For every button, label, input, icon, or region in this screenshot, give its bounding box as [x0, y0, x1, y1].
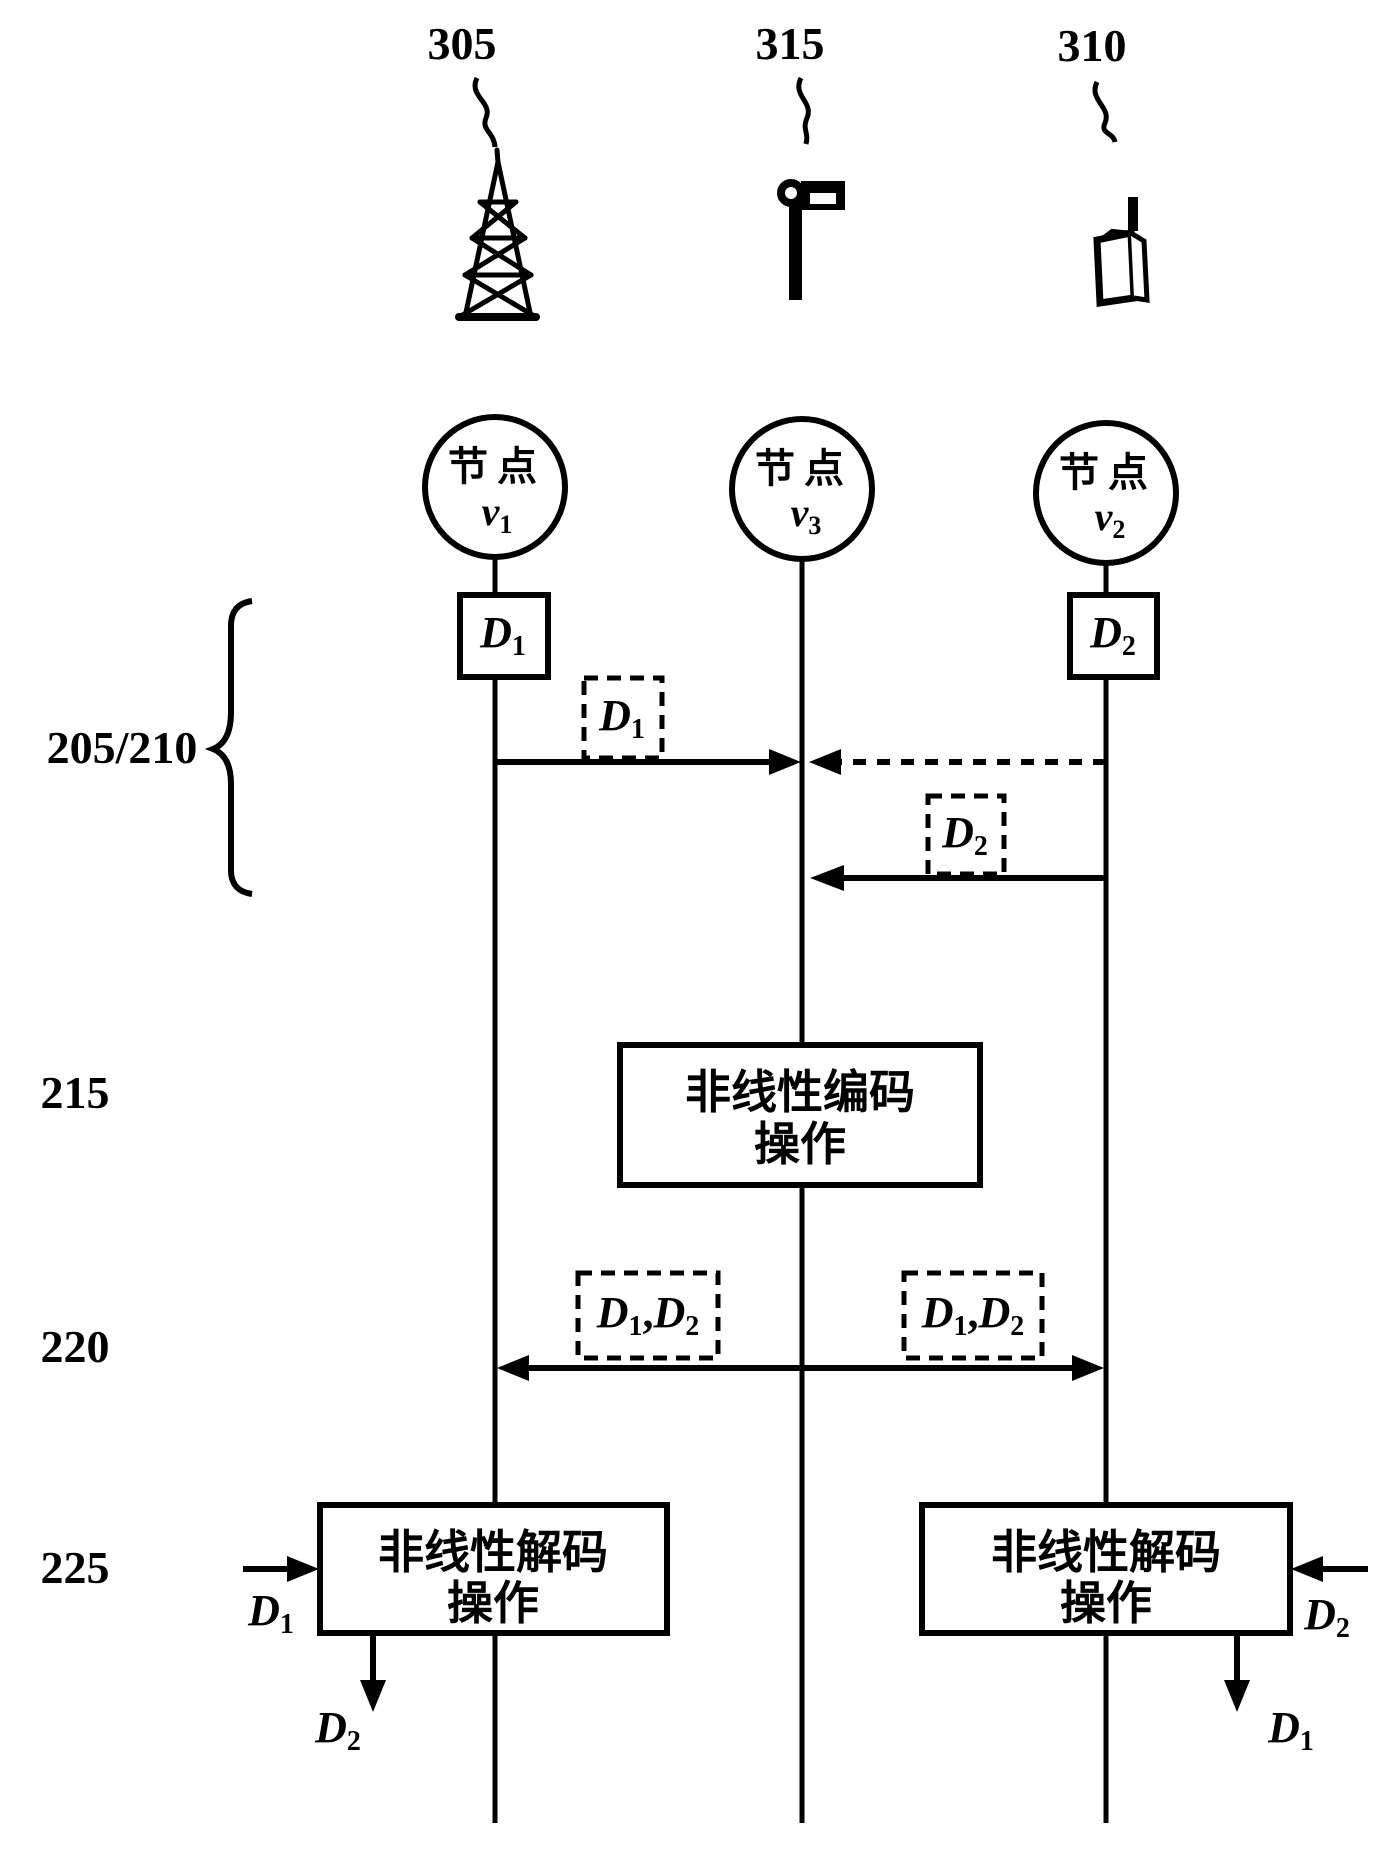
phone-side	[1129, 230, 1150, 303]
decode-right-line2: 操作	[1060, 1577, 1152, 1629]
arrow-broadcast-v3-to-v1-v2	[497, 1355, 1104, 1381]
leader-315	[796, 76, 811, 145]
pole-shaft	[789, 190, 802, 300]
ref-310: 310	[1057, 20, 1127, 71]
leader-305	[472, 76, 498, 148]
mobile-phone-icon	[1093, 197, 1150, 308]
ref-225: 225	[40, 1542, 110, 1593]
arrow-d2-output-left	[360, 1633, 386, 1712]
pole-head-slot	[810, 193, 836, 204]
phone-top	[1098, 228, 1134, 242]
d1d2-left-label: D1,D2	[596, 1287, 700, 1343]
d2-dashed-label: D2	[942, 807, 988, 863]
d1-solid-label: D1	[480, 607, 526, 663]
d1-data-box	[457, 592, 551, 680]
d2-data-box	[1067, 592, 1160, 680]
arrow-dashed-v2-to-v3	[809, 749, 1106, 775]
dashed-boxes	[575, 675, 1045, 1361]
d1d2-left-dashed-box	[575, 1270, 721, 1361]
node-circle-v3	[729, 416, 875, 562]
leader-lines	[472, 76, 1118, 148]
ref-215: 215	[40, 1067, 110, 1118]
leader-310	[1092, 80, 1118, 143]
decode-right-line1: 非线性解码	[991, 1526, 1221, 1578]
arrow-d1-v1-to-v3	[495, 749, 801, 775]
node-v3-title: 节点	[755, 447, 853, 491]
arrow-d2-v2-to-v3	[810, 865, 1106, 891]
arrow-d1-output-right	[1224, 1633, 1250, 1712]
d2-output-left-label: D2	[315, 1702, 361, 1758]
node-circle-v1	[422, 414, 568, 560]
arrow-d2-input-right	[1291, 1556, 1368, 1582]
ref-220: 220	[40, 1321, 110, 1372]
decode-right-box	[919, 1502, 1293, 1636]
d2-solid-label: D2	[1090, 607, 1136, 663]
d2-dashed-box	[925, 793, 1007, 877]
encode-box-line2: 操作	[754, 1118, 846, 1170]
node-circles	[422, 414, 1179, 566]
relay-pole-icon	[777, 179, 845, 300]
node-v1-var: v1	[482, 492, 513, 538]
d1-dashed-box	[581, 675, 665, 761]
d2-input-right-label: D2	[1304, 1589, 1350, 1645]
arrow-d1-input-left	[243, 1556, 319, 1582]
node-v1-var-base: v	[481, 489, 500, 535]
node-v2-var-base: v	[1094, 494, 1113, 540]
d1d2-right-label: D1,D2	[921, 1287, 1025, 1343]
encode-box-line1: 非线性编码	[685, 1066, 915, 1118]
decode-left-line1: 非线性解码	[378, 1526, 608, 1578]
node-v2-var-sub: 2	[1112, 514, 1126, 544]
brace-205-210	[204, 598, 253, 897]
node-v1-var-sub: 1	[499, 509, 513, 539]
decode-left-line2: 操作	[447, 1577, 539, 1629]
pole-ring	[777, 179, 805, 207]
node-circle-v2	[1033, 420, 1179, 566]
solid-boxes	[317, 592, 1293, 1636]
node-v2-title: 节点	[1059, 451, 1157, 495]
d1-input-left-label: D1	[248, 1585, 294, 1641]
d1-output-right-label: D1	[1268, 1702, 1314, 1758]
node-v3-var-base: v	[790, 490, 809, 536]
ref-305: 305	[427, 18, 497, 69]
arrows	[243, 749, 1368, 1712]
node-v3-var: v3	[791, 493, 822, 539]
encode-operation-box	[617, 1042, 983, 1188]
decode-left-box	[317, 1502, 670, 1636]
d1d2-right-dashed-box	[901, 1270, 1045, 1361]
node-v3-var-sub: 3	[808, 510, 822, 540]
node-v2-var: v2	[1095, 497, 1126, 543]
ref-205-210: 205/210	[46, 722, 198, 773]
d1-dashed-label: D1	[599, 690, 645, 746]
node-v1-title: 节点	[448, 445, 546, 489]
ref-315: 315	[755, 18, 825, 69]
phone-body	[1093, 228, 1138, 308]
radio-tower-icon	[455, 147, 540, 321]
